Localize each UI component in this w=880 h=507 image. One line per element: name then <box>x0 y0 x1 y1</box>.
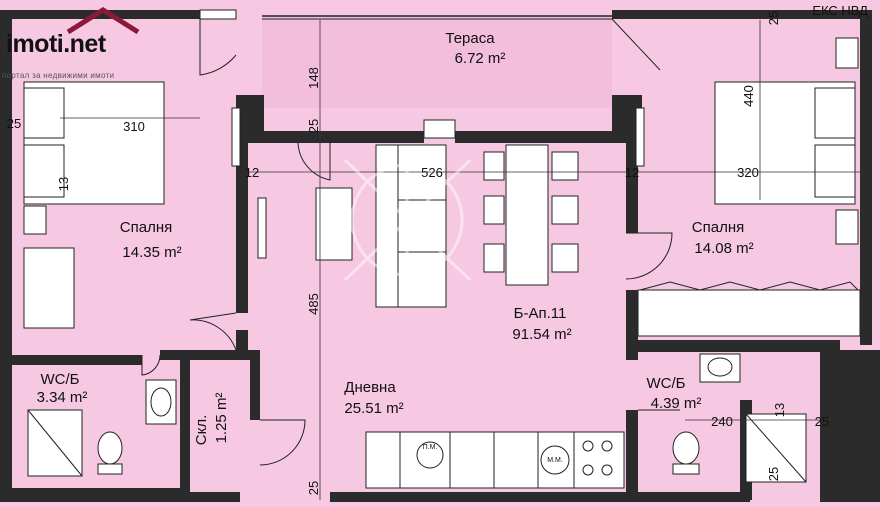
apartment-title: Б-Ап.11 <box>514 305 567 322</box>
dishwasher-label: П.М. <box>423 444 438 451</box>
room-name-bedroom-right: Спалня <box>692 219 744 236</box>
room-area-wc-left: 3.34 m² <box>37 389 88 406</box>
toilet-right <box>672 431 700 465</box>
walls <box>0 10 880 502</box>
washer-label: М.М. <box>547 457 563 464</box>
dining-table <box>505 144 549 286</box>
dim-left-12: 12 <box>245 165 259 180</box>
dim-top-right-wall: 25 <box>766 11 781 25</box>
kitchen-counter <box>365 431 625 489</box>
window <box>199 9 237 20</box>
wardrobe-right <box>637 289 861 337</box>
dim-bedroom-right-width: 320 <box>737 165 759 180</box>
room-area-storage: 1.25 m² <box>213 393 230 444</box>
toilet-left <box>97 431 123 465</box>
dim-right-12: 12 <box>625 165 639 180</box>
coffee-table <box>315 187 353 261</box>
window <box>423 119 456 139</box>
dim-bottom-wall: 25 <box>306 481 321 495</box>
dim-living-depth: 485 <box>306 293 321 315</box>
dim-bedroom-right-depth: 440 <box>741 85 756 107</box>
corner-watermark: ЕКС НВД <box>812 3 868 18</box>
logo-subtitle: портал за недвижими имоти <box>2 71 115 80</box>
room-area-wc-right: 4.39 m² <box>651 395 702 412</box>
room-name-bedroom-left: Спалня <box>120 219 172 236</box>
furniture <box>23 37 861 489</box>
room-name-living: Дневна <box>344 379 396 396</box>
room-area-terrace: 6.72 m² <box>455 50 506 67</box>
dim-wc-right-13: 13 <box>772 403 787 417</box>
dim-wc-right-width: 240 <box>711 414 733 429</box>
dim-terrace-depth: 148 <box>306 67 321 89</box>
doors <box>141 18 680 466</box>
dim-wall-top: 25 <box>306 119 321 133</box>
dim-bottom-right-wall: 25 <box>766 467 781 481</box>
room-area-bedroom-left: 14.35 m² <box>122 244 181 261</box>
terrace-floor <box>262 16 612 108</box>
room-area-living: 25.51 m² <box>344 400 403 417</box>
room-name-wc-right: WC/Б <box>646 375 685 392</box>
room-name-terrace: Тераса <box>445 30 495 47</box>
dim-left-13: 13 <box>56 177 71 191</box>
dim-right-wall: 25 <box>815 414 829 429</box>
house-roof-icon <box>66 7 140 35</box>
wardrobe-left <box>23 247 75 329</box>
logo-text: imoti.net <box>6 30 106 58</box>
dim-living-width: 526 <box>421 165 443 180</box>
apartment-total-area: 91.54 m² <box>512 326 571 343</box>
tv <box>257 197 267 259</box>
dimension-lines <box>60 20 860 500</box>
room-name-storage: Скл. <box>193 415 210 445</box>
room-name-wc-left: WC/Б <box>40 371 79 388</box>
room-area-bedroom-right: 14.08 m² <box>694 240 753 257</box>
dim-bedroom-left-width: 310 <box>123 119 145 134</box>
dim-left-wall: 25 <box>7 116 21 131</box>
